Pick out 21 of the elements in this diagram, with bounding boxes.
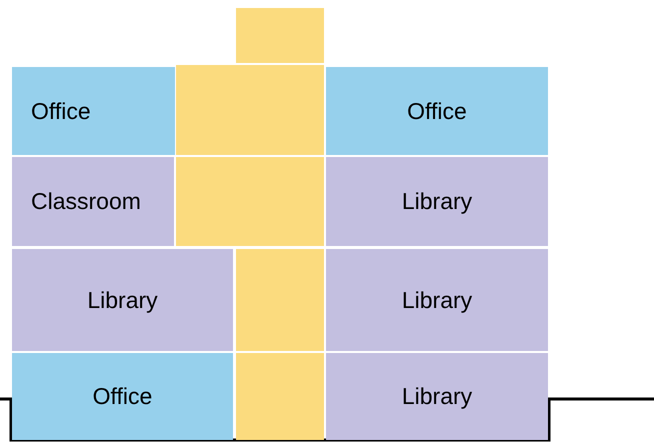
room-block (12, 353, 233, 440)
room-label: Library (402, 383, 472, 410)
room-block (12, 249, 233, 351)
room-block (326, 353, 548, 440)
stairwell-block (176, 157, 324, 246)
room-block (326, 157, 548, 246)
room-label: Library (87, 286, 158, 314)
room-label: Office (407, 98, 467, 124)
stairwell-block (236, 249, 324, 351)
stairwell-block (236, 353, 324, 440)
room-label: Office (31, 98, 91, 124)
room-block (326, 249, 548, 351)
room-block (12, 157, 174, 246)
room-block (12, 67, 175, 155)
room-label: Office (92, 383, 152, 410)
room-label: Library (402, 286, 472, 314)
stairwell-block (236, 8, 324, 63)
room-block (326, 67, 548, 155)
room-label: Classroom (31, 188, 141, 215)
stairwell-block (176, 65, 324, 155)
room-label: Library (402, 188, 472, 215)
